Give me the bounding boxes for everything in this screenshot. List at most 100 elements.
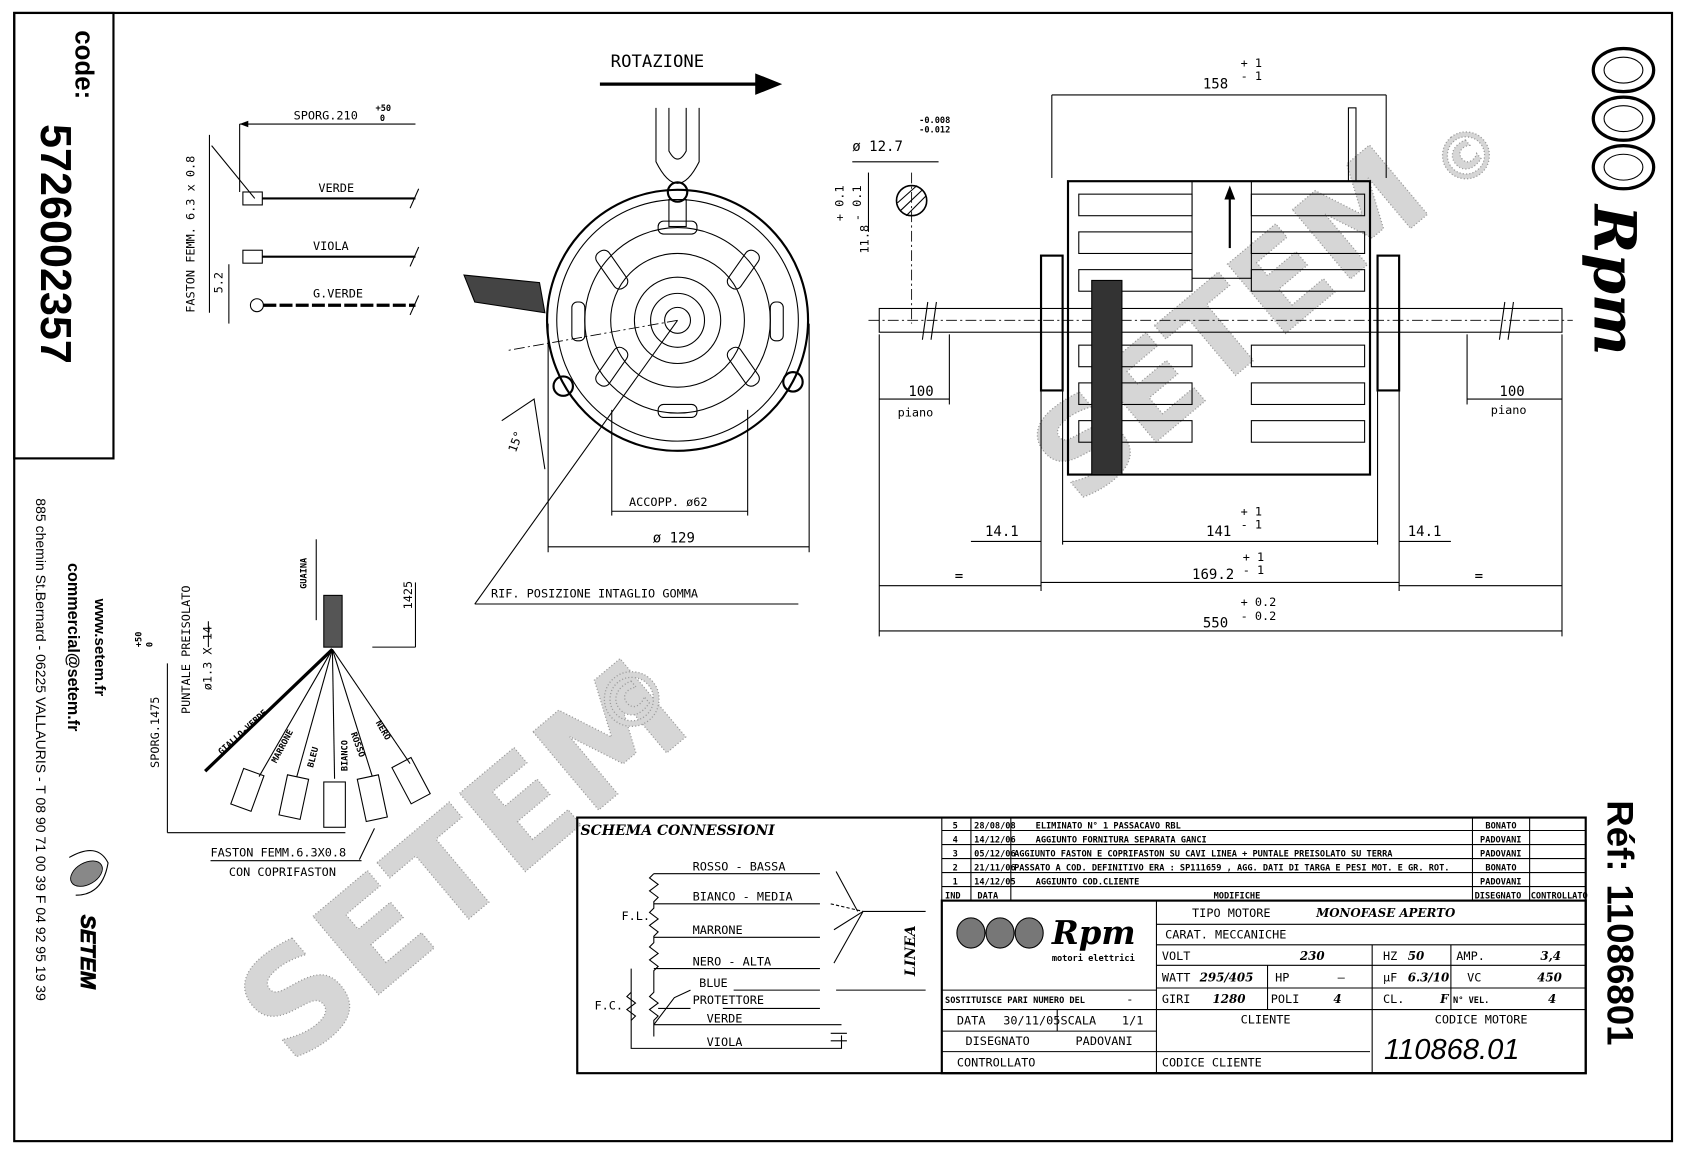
title_block-scala-text: 1/1 [1122, 1014, 1143, 1028]
title_block-sostituisce-text: SOSTITUISCE PARI NUMERO DEL [945, 996, 1085, 1006]
title_block-tipo_value-text: MONOFASE APERTO [1315, 906, 1456, 920]
side_view-tol_m02-text: - 0.2 [1241, 609, 1277, 623]
contact-logo_text-text: SETEM [76, 915, 101, 990]
modifications-rows-3-dis-text: BONATO [1485, 863, 1516, 873]
schema-fc-text: F.C. [595, 999, 624, 1013]
harness-sporg_tol_plus-text: +50 [135, 632, 145, 648]
harness-wires-5-text: NERO [373, 719, 392, 742]
ref-value: 11086801 [1599, 884, 1640, 1045]
front-view: ROTAZIONE RIF. POSIZIONE INTAGLIO GOMMA … [463, 52, 810, 605]
side_view-shaft_tol_bot-text: -0.012 [919, 126, 950, 136]
top_wires-sporg_tol_minus-text: 0 [380, 114, 385, 124]
top_wires-sporg-text: SPORG.210 [294, 109, 358, 123]
title_block-volt-text: 230 [1299, 949, 1326, 963]
watermark-mark-text: © [1418, 107, 1516, 206]
front_view-diameter-text: ø 129 [653, 531, 695, 547]
email: commercial@setem.fr [64, 563, 82, 732]
title_block-cl_label-text: CL. [1383, 992, 1404, 1006]
title_block-disegnato-text: PADOVANI [1076, 1034, 1133, 1048]
side_view-flat_tol_minus-text: - 0.1 [850, 185, 864, 221]
address: 885 chemin St.Bernard - 06225 VALLAURIS … [33, 498, 49, 1001]
harness-sporg-text: SPORG.1475 [148, 697, 162, 768]
side_view-flat_label-text: piano [1491, 403, 1527, 417]
code-box [13, 11, 115, 460]
modifications-rows-3-ind-text: 2 [953, 863, 958, 873]
side_view-tol_p1-text: + 1 [1243, 550, 1264, 564]
side_view-tol_m1-text: - 1 [1243, 563, 1264, 577]
modifications-rows-2-ind-text: 3 [953, 849, 958, 859]
front_view-ref_note-text: RIF. POSIZIONE INTAGLIO GOMMA [491, 587, 698, 601]
title_block-carat-text: CARAT. MECCANICHE [1165, 927, 1286, 941]
title_block-controllato_label-text: CONTROLLATO [957, 1056, 1036, 1070]
modifications-rows-1-data-text: 14/12/06 [974, 835, 1015, 845]
title_block-giri-text: 1280 [1213, 992, 1247, 1006]
title_block-codice_cliente_label-text: CODICE CLIENTE [1162, 1056, 1262, 1070]
schema-title-text: SCHEMA CONNESSIONI [580, 823, 775, 839]
harness-sheath-text: GUAINA [300, 557, 310, 589]
modifications-headers-ind-text: IND [945, 891, 961, 901]
title_block-amp-text: 3,4 [1540, 949, 1561, 963]
modifications-rows-1-desc-text: AGGIUNTO FORNITURA SEPARATA GANCI [1036, 835, 1207, 845]
harness-puntale_size-text: ø1.3 X 14 [201, 626, 215, 690]
modifications-rows-0-data-text: 28/08/08 [974, 821, 1015, 831]
code-label: code: [70, 30, 98, 99]
title_block-disegnato_label-text: DISEGNATO [966, 1034, 1030, 1048]
side_view-total_core-text: 169.2 [1192, 567, 1234, 583]
schema-lines-3-text: NERO - ALTA [693, 954, 772, 968]
modifications-rows-0-ind-text: 5 [953, 821, 958, 831]
motor-code: 110868.01 [1384, 1034, 1519, 1066]
top_wires-faston-text: FASTON FEMM. 6.3 x 0.8 [183, 156, 197, 313]
modifications-rows-1-ind-text: 4 [953, 835, 958, 845]
side_view-tol_p02-text: + 0.2 [1241, 595, 1277, 609]
modifications-headers-ctrl-text: CONTROLLATO [1531, 891, 1588, 901]
top_wires-wires-2-text: G.VERDE [313, 287, 363, 301]
title_block-hz_label-text: HZ [1383, 949, 1397, 963]
schema-lines-4-text: BLUE [699, 976, 728, 990]
front_view-angle-text: 15° [505, 429, 525, 454]
rpm-logo: Rpm [1580, 46, 1656, 356]
harness-faston2-text: CON COPRIFASTON [229, 865, 336, 879]
title_block-data-text: 30/11/05 [1003, 1014, 1060, 1028]
connection-schema: SCHEMA CONNESSIONI ROSSO - BASSA BIANCO … [576, 816, 1587, 1075]
modifications-rows-4-data-text: 14/12/05 [974, 877, 1015, 887]
side_view-shaft_tol_top-text: -0.008 [919, 116, 950, 126]
side_view-eq-text: = [1475, 568, 1483, 584]
modifications-rows-4-dis-text: PADOVANI [1480, 877, 1521, 887]
side-view: ø 12.7 -0.008 -0.012 11.8 + 0.1 - 0.1 15… [833, 56, 1573, 637]
schema-lines-5-text: PROTETTORE [693, 993, 764, 1007]
modifications-table: 5 28/08/08 ELIMINATO N° 1 PASSACAVO RBL BON… [941, 817, 1588, 901]
modifications-rows-2-dis-text: PADOVANI [1480, 849, 1521, 859]
top_wires-wires-0-text: VERDE [318, 181, 354, 195]
side_view-tol_m1-text: - 1 [1241, 69, 1262, 83]
title_block-cliente_label-text: CLIENTE [1241, 1013, 1291, 1027]
schema-fl-text: F.L. [621, 909, 650, 923]
title_block-volt_label-text: VOLT [1162, 949, 1191, 963]
title_block-poli-text: 4 [1333, 992, 1341, 1006]
modifications-rows-4-ind-text: 1 [953, 877, 958, 887]
side_view-tol_p1-text: + 1 [1241, 505, 1262, 519]
side_view-flat_len_right-text: 100 [1499, 384, 1524, 400]
title_block-cl-text: F [1439, 992, 1450, 1006]
title_block-nvel_label-text: N° VEL. [1453, 996, 1489, 1006]
harness-sheath_len-text: 1425 [401, 581, 415, 610]
modifications-rows-0-dis-text: BONATO [1485, 821, 1516, 831]
side_view-body_len-text: 158 [1203, 76, 1228, 92]
schema-lines-1-text: BIANCO - MEDIA [693, 890, 793, 904]
title_block-codice_motore_label-text: CODICE MOTORE [1435, 1013, 1528, 1027]
schema-lines-2-text: MARRONE [693, 923, 743, 937]
ref-label: Réf: [1599, 800, 1640, 871]
website: www.setem.fr [91, 598, 108, 697]
modifications-headers-data-text: DATA [977, 891, 999, 901]
top-wires-detail: SPORG.210 +50 0 FASTON FEMM. 6.3 x 0.8 V… [183, 104, 420, 324]
schema-lines-7-text: VIOLA [707, 1035, 743, 1049]
title_block-hp_label-text: HP [1275, 971, 1289, 985]
modifications-rows-2-desc-text: AGGIUNTO FASTON E COPRIFASTON SU CAVI LI… [1014, 849, 1393, 859]
drawing-frame [13, 11, 1674, 1143]
side_view-flat_label-text: piano [898, 405, 934, 419]
side_view-flat_tol_plus-text: + 0.1 [833, 185, 847, 221]
title_block-watt_label-text: WATT [1162, 971, 1191, 985]
modifications-rows-0-desc-text: ELIMINATO N° 1 PASSACAVO RBL [1036, 821, 1181, 831]
title_block-uf_label-text: µF [1383, 971, 1397, 985]
side_view-side_gap_left-text: 14.1 [985, 524, 1019, 540]
